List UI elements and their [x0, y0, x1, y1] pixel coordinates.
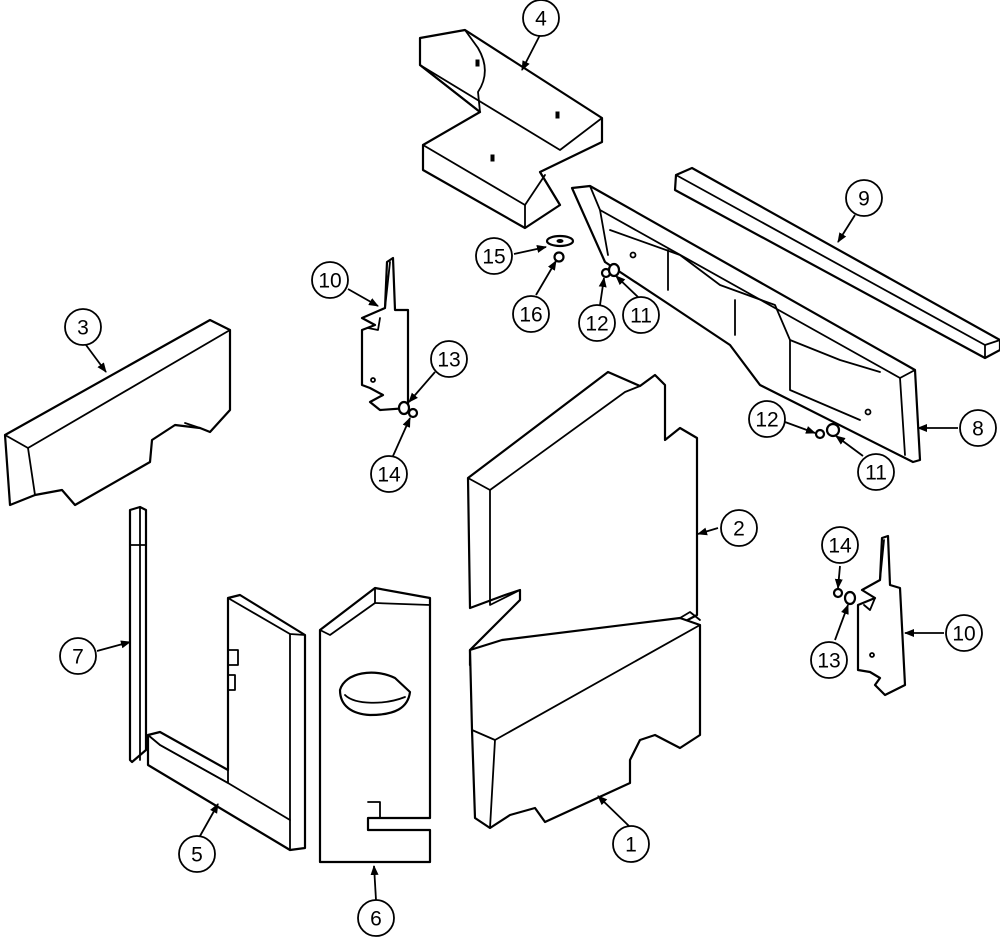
svg-text:1: 1 [625, 834, 637, 857]
svg-text:14: 14 [377, 464, 401, 487]
svg-text:15: 15 [482, 246, 505, 269]
svg-text:4: 4 [535, 8, 547, 31]
part-4-foam-block [418, 28, 604, 230]
svg-text:11: 11 [865, 462, 887, 485]
svg-text:7: 7 [72, 646, 84, 669]
callout-2: 2 [720, 509, 758, 547]
svg-text:14: 14 [828, 535, 852, 558]
callout-11-top: 11 [622, 296, 660, 334]
leader-lines [85, 34, 958, 901]
callout-3: 3 [64, 308, 102, 346]
callout-5: 5 [178, 835, 216, 873]
callout-16: 16 [512, 295, 550, 333]
svg-text:6: 6 [370, 908, 382, 931]
part-10-bracket-right [856, 534, 907, 697]
svg-text:12: 12 [585, 313, 608, 336]
callout-10-right: 10 [945, 614, 983, 652]
hardware-15-washer [545, 234, 575, 248]
part-7-strip [128, 505, 148, 764]
part-5-foam-block [146, 593, 307, 852]
hardware-12-11-nut-washer-right [814, 422, 841, 440]
svg-text:11: 11 [630, 305, 652, 328]
callout-6: 6 [357, 899, 395, 937]
callout-10-left: 10 [311, 261, 349, 299]
callout-12-right: 12 [748, 400, 786, 438]
svg-text:2: 2 [733, 518, 745, 541]
callout-8: 8 [959, 409, 997, 447]
svg-text:16: 16 [519, 304, 542, 327]
part-10-bracket-left [360, 256, 410, 412]
svg-text:10: 10 [318, 270, 341, 293]
callout-4: 4 [522, 0, 560, 37]
part-9-foam-bar [673, 166, 1000, 360]
hardware-13-14-nut-washer-left [397, 400, 419, 419]
callout-12-top: 12 [578, 304, 616, 342]
part-1-foam-block [468, 611, 702, 830]
callout-9: 9 [845, 179, 883, 217]
svg-text:12: 12 [755, 409, 778, 432]
callout-14-right: 14 [821, 526, 859, 564]
part-3-foam-block [3, 318, 232, 507]
part-6-panel [318, 586, 432, 864]
callout-15: 15 [475, 237, 513, 275]
callout-13-right: 13 [810, 641, 848, 679]
svg-text:8: 8 [972, 418, 984, 441]
callout-1: 1 [612, 825, 650, 863]
svg-text:13: 13 [817, 650, 840, 673]
callout-13-left: 13 [430, 340, 468, 378]
svg-text:10: 10 [952, 623, 975, 646]
svg-text:9: 9 [858, 188, 870, 211]
hardware-16-nut [553, 251, 565, 263]
svg-text:3: 3 [77, 317, 89, 340]
svg-text:5: 5 [191, 844, 203, 867]
callout-14-left: 14 [370, 455, 408, 493]
callout-7: 7 [59, 637, 97, 675]
svg-text:13: 13 [437, 349, 460, 372]
hardware-12-11-nut-washer-top [600, 262, 621, 279]
hardware-14-13-nut-washer-right [832, 587, 857, 606]
callout-11-right: 11 [857, 453, 895, 491]
part-8-panel [570, 184, 922, 464]
